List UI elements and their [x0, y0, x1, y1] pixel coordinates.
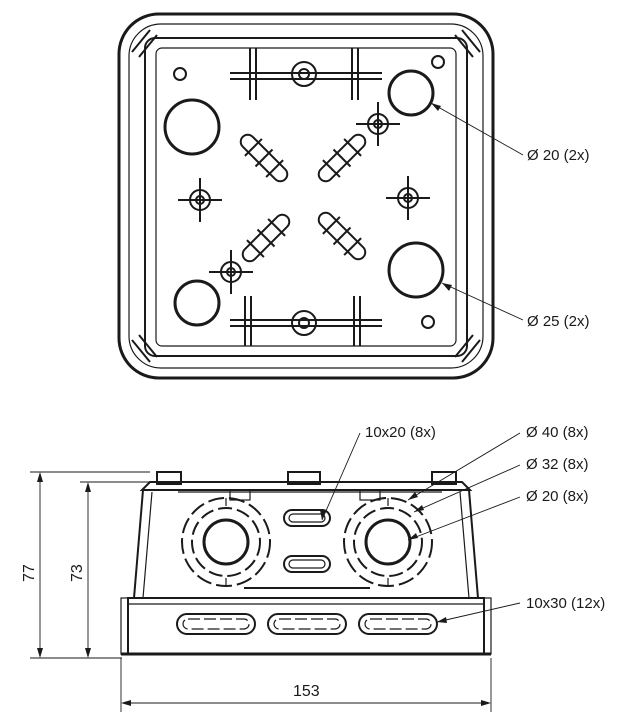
callout-knock-40: Ø 40 (8x) [526, 424, 589, 441]
leader-line [321, 432, 361, 521]
hole-20-top-right [387, 69, 435, 117]
diagonal-slot [241, 213, 291, 263]
arrow-head [437, 617, 447, 623]
top-lug [431, 471, 457, 485]
mount-cross [209, 250, 253, 294]
slot-10x30-group [176, 613, 438, 635]
dim-label-77: 77 [21, 564, 38, 582]
leader-line [407, 432, 521, 501]
hole-25-left [163, 98, 221, 156]
dim-label-153: 153 [293, 683, 320, 700]
arrow-head [442, 283, 452, 291]
small-hole [421, 315, 435, 329]
callout-knock-32: Ø 32 (8x) [526, 456, 589, 473]
box-inner-wall [144, 37, 468, 357]
callout-knock-20: Ø 20 (8x) [526, 488, 589, 505]
small-hole [431, 55, 445, 69]
dimension-height-inner: 73 [69, 481, 150, 658]
callout-hole-25: Ø 25 (2x) [527, 313, 590, 330]
top-view: Ø 20 (2x) Ø 25 (2x) [117, 12, 590, 380]
mount-cross [178, 178, 222, 222]
dimension-width: 153 [120, 658, 492, 712]
callout-hole-20: Ø 20 (2x) [527, 147, 590, 164]
diagonal-slot [317, 133, 367, 183]
bottom-rail [230, 296, 382, 346]
leader-line [441, 282, 524, 321]
box-outer-rim [117, 12, 495, 380]
dim-label-73: 73 [69, 564, 86, 582]
dimension-height-outer: 77 [21, 471, 150, 659]
hole-25-right [387, 241, 445, 299]
box-rim-inner-line [128, 23, 484, 369]
knockout-right [343, 497, 433, 587]
arrow-head [431, 103, 441, 111]
diagonal-slot [317, 211, 367, 261]
callout-slot-10x20: 10x20 (8x) [365, 424, 436, 441]
leader-line [436, 602, 521, 623]
arrow-head [408, 492, 418, 500]
small-hole [173, 67, 187, 81]
arrow-head [414, 505, 424, 512]
arrow-head [408, 533, 418, 540]
top-lug [156, 471, 182, 485]
hole-20-bottom-left [173, 279, 221, 327]
corner-notches [131, 29, 481, 363]
slot-10x20 [283, 509, 331, 527]
side-view: 10x20 (8x) Ø 40 (8x) Ø 32 (8x) Ø 20 (8x)… [21, 424, 605, 712]
mount-cross [386, 176, 430, 220]
arrow-head [320, 510, 326, 520]
callout-slot-10x30: 10x30 (12x) [526, 595, 605, 612]
diagonal-slot [239, 133, 289, 183]
mount-cross [356, 102, 400, 146]
top-lug [287, 471, 321, 485]
slot-10x20 [283, 555, 331, 573]
box-floor [155, 47, 457, 347]
leader-line [407, 496, 521, 541]
leader-line [413, 464, 521, 513]
leader-line [430, 102, 524, 156]
top-rail [230, 48, 382, 100]
knockout-left [181, 497, 271, 587]
